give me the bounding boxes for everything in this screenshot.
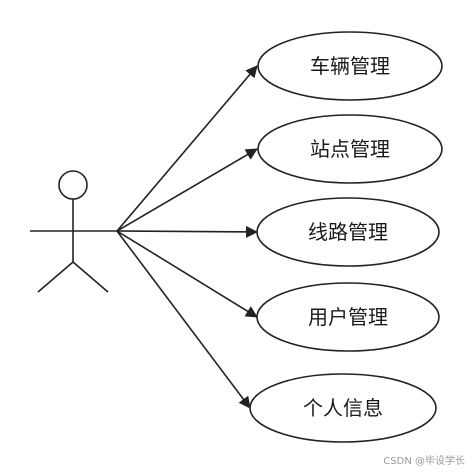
- use-case-personal-info[interactable]: 个人信息: [249, 373, 437, 443]
- use-case-label: 车辆管理: [310, 54, 390, 78]
- use-case-label: 用户管理: [308, 305, 388, 329]
- association-arrow-5: [116, 230, 251, 409]
- actor-head: [58, 170, 88, 200]
- use-case-station-management[interactable]: 站点管理: [257, 114, 443, 184]
- associations: [116, 65, 258, 409]
- association-arrow-1: [116, 65, 258, 232]
- use-case-label: 线路管理: [308, 220, 388, 244]
- association-arrow-2: [116, 148, 258, 232]
- use-case-vehicle-management[interactable]: 车辆管理: [257, 31, 443, 101]
- actor-right-leg: [72, 261, 109, 293]
- watermark: CSDN @毕设学长: [383, 456, 465, 467]
- use-case-route-management[interactable]: 线路管理: [256, 197, 440, 267]
- association-arrow-3: [116, 225, 258, 238]
- use-case-user-management[interactable]: 用户管理: [256, 282, 440, 352]
- use-case-label: 站点管理: [310, 137, 390, 161]
- association-arrow-4: [116, 230, 258, 318]
- actor: [30, 170, 117, 293]
- use-case-label: 个人信息: [303, 396, 383, 420]
- actor-left-leg: [37, 261, 74, 293]
